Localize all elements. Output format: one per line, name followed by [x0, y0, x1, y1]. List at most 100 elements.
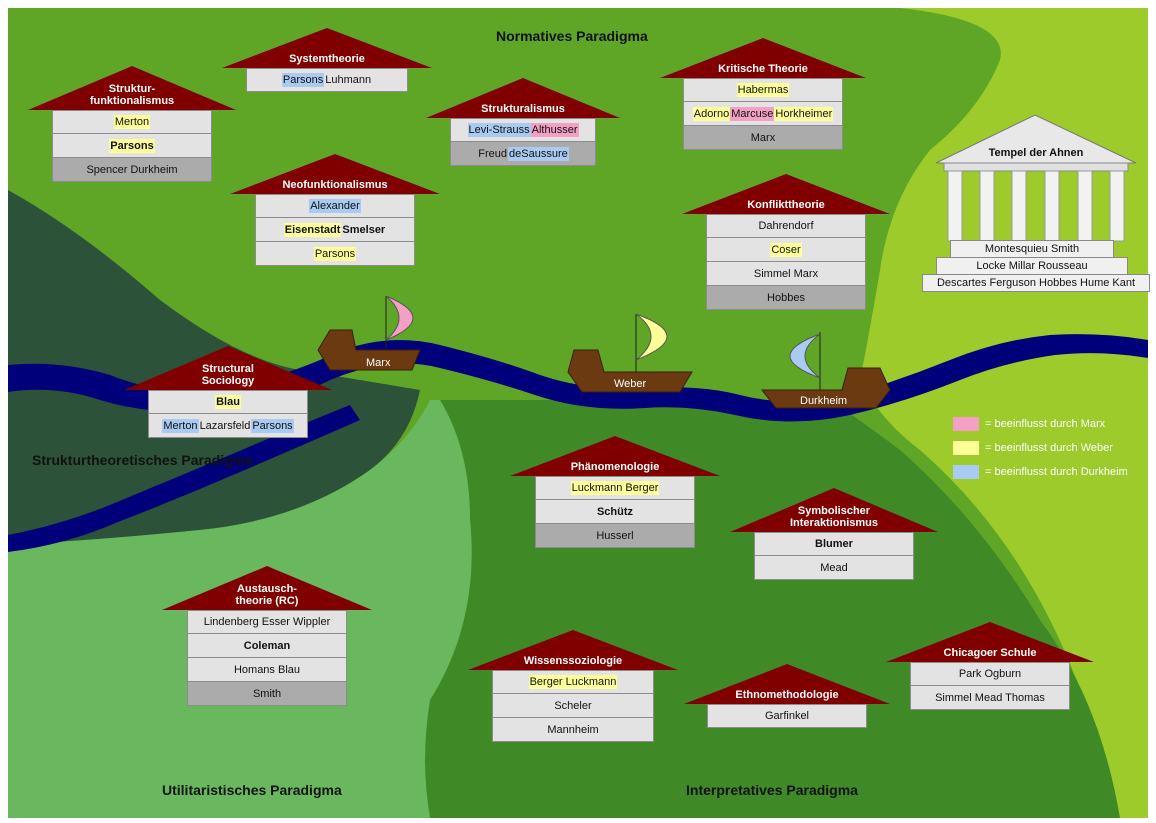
theorist-name: Mead [820, 561, 848, 574]
theorist-name: Smelser [342, 223, 386, 236]
house-floor: Marx [683, 126, 843, 150]
interpretative-paradigm-label: Interpretatives Paradigma [686, 782, 858, 798]
theorist-name: Eisenstadt [283, 222, 342, 237]
theorist-name: Dahrendorf [758, 220, 814, 232]
house-title: Structural Sociology [201, 363, 255, 387]
legend-text-weber: = beeinflusst durch Weber [985, 442, 1113, 454]
house-floor: Park Ogburn [910, 662, 1070, 686]
legend-weber: = beeinflusst durch Weber [953, 441, 1113, 455]
house-floor: Scheler [492, 694, 654, 718]
theorist-name: Levi-Strauss [467, 123, 531, 137]
house-body: Garfinkel [707, 704, 867, 728]
temple-row-3: Descartes Ferguson Hobbes Hume Kant [922, 274, 1150, 292]
house-floor: Berger Luckmann [492, 670, 654, 694]
house-title: Austausch- theorie (RC) [235, 583, 299, 607]
house-title: Struktur- funktionalismus [89, 83, 175, 107]
theorist-name: Habermas [736, 83, 790, 97]
house-floor: Parsons [52, 134, 212, 158]
house-austauschtheorie: Austausch- theorie (RC) Lindenberg Esser … [162, 566, 372, 706]
boat-marx [317, 295, 421, 371]
house-floor: Homans Blau [187, 658, 347, 682]
boat-label-weber: Weber [614, 378, 647, 390]
theorist-name: Scheler [554, 699, 592, 712]
house-title: Strukturalismus [481, 103, 565, 115]
theorist-name: Garfinkel [764, 710, 810, 722]
theorist-name: Husserl [596, 529, 634, 542]
theorist-name: Merton [113, 115, 151, 129]
house-floor: Blau [148, 390, 308, 414]
theorist-name: Blau [215, 395, 241, 409]
temple-row-2: Locke Millar Rousseau [936, 257, 1128, 275]
theorist-name: Althusser [530, 123, 579, 137]
boat-label-durkheim: Durkheim [800, 395, 848, 407]
legend-marx: = beeinflusst durch Marx [953, 417, 1105, 431]
house-roof: Austausch- theorie (RC) [162, 566, 372, 610]
ancestor-field-lower [860, 380, 1148, 818]
theorist-name: Merton [162, 418, 199, 433]
boat-durkheim [760, 332, 891, 409]
house-title: Systemtheorie [289, 53, 365, 65]
house-floor: Simmel Marx [706, 262, 866, 286]
house-roof: Konflikttheorie [682, 174, 890, 214]
theorist-name: Luhmann [325, 74, 372, 86]
theorist-name: Lazarsfeld [199, 419, 251, 432]
theorist-name: Simmel Mead Thomas [935, 691, 1045, 704]
legend-text-durkheim: = beeinflusst durch Durkheim [985, 466, 1128, 478]
legend-durkheim: = beeinflusst durch Durkheim [953, 465, 1128, 479]
house-floor: Mannheim [492, 718, 654, 742]
house-roof: Chicagoer Schule [886, 622, 1094, 662]
theorist-name: Smith [252, 687, 282, 700]
legend-swatch-durkheim [953, 465, 979, 479]
legend-swatch-weber [953, 441, 979, 455]
theorist-name: Park Ogburn [958, 668, 1022, 680]
theorist-name: Mannheim [547, 723, 599, 736]
theorist-name: Spencer Durkheim [86, 163, 178, 176]
theorist-name: Lindenberg Esser Wippler [203, 616, 331, 628]
theorist-name: Parsons [251, 418, 294, 433]
house-floor: Garfinkel [707, 704, 867, 728]
house-title: Chicagoer Schule [943, 647, 1037, 659]
structural-paradigm-label: Strukturtheoretisches Paradigma [32, 452, 253, 468]
house-roof: Wissenssoziologie [468, 630, 678, 670]
house-title: Kritische Theorie [718, 63, 808, 75]
house-title: Neofunktionalismus [282, 179, 388, 191]
legend-text-marx: = beeinflusst durch Marx [985, 418, 1106, 430]
house-title: Konflikttheorie [747, 199, 825, 211]
theorist-name: Berger Luckmann [528, 675, 618, 689]
theorist-name: Adorno [692, 106, 731, 121]
house-roof: Phänomenologie [510, 436, 720, 476]
theorist-name: Horkheimer [774, 106, 834, 121]
house-floor: Alexander [255, 194, 415, 218]
theorist-name: Hobbes [767, 291, 805, 304]
house-roof: Systemtheorie [222, 28, 432, 68]
house-floor: Dahrendorf [706, 214, 866, 238]
theorist-name: Parsons [109, 138, 155, 153]
theorist-name: Simmel Marx [753, 267, 819, 280]
legend-swatch-marx [953, 417, 979, 431]
house-roof: Symbolischer Interaktionismus [730, 488, 938, 532]
house-floor: Schütz [535, 500, 695, 524]
house-floor: Simmel Mead Thomas [910, 686, 1070, 710]
house-roof: Ethnomethodologie [684, 664, 890, 704]
house-title: Wissenssoziologie [523, 655, 623, 667]
house-floor: Lindenberg Esser Wippler [187, 610, 347, 634]
house-floor: Parsons [255, 242, 415, 266]
theorist-name: Parsons [281, 73, 325, 87]
